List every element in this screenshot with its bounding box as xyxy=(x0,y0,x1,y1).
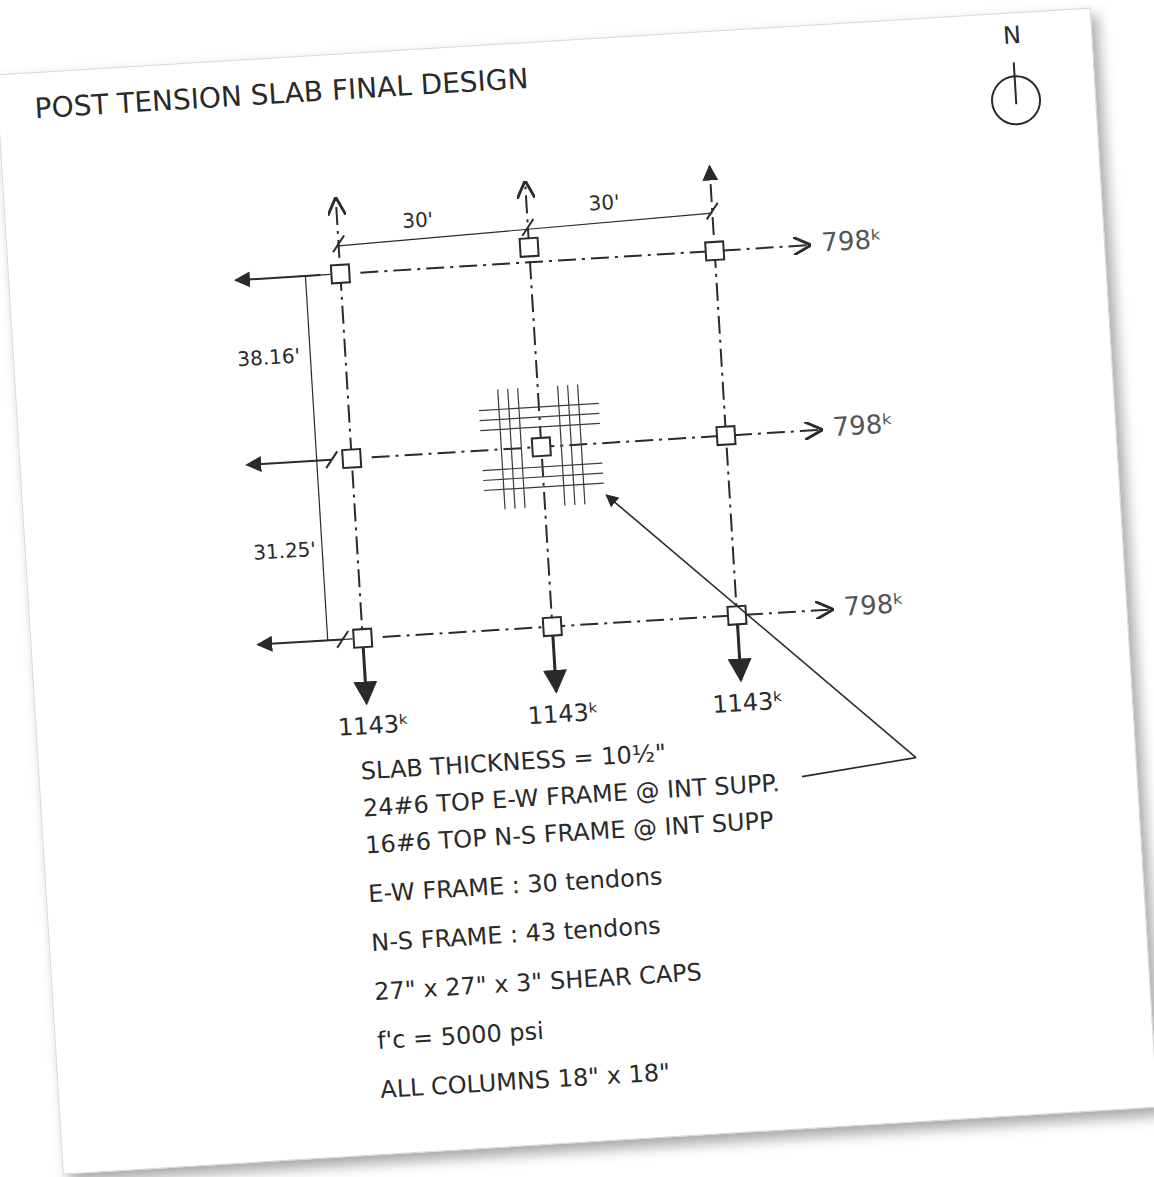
frame-lines xyxy=(230,160,835,709)
north-arrow xyxy=(990,61,1042,126)
dimension-label: 30' xyxy=(588,191,620,215)
tendon-force: 798ᵏ xyxy=(832,409,894,441)
tendon-force: 1143ᵏ xyxy=(527,699,600,730)
tendon-force: 798ᵏ xyxy=(843,589,905,621)
tendon-force: 1143ᵏ xyxy=(337,711,410,742)
tendon-force: 1143ᵏ xyxy=(712,688,785,719)
tendon-force: 798ᵏ xyxy=(821,225,883,257)
paper-card xyxy=(0,8,1154,1175)
dimension-label: 31.25' xyxy=(253,538,317,564)
reinforcement-mesh xyxy=(478,383,605,510)
north-label: N xyxy=(1002,22,1022,49)
dimension-label: 38.16' xyxy=(237,344,301,370)
column-squares xyxy=(330,226,747,647)
dimension-label: 30' xyxy=(402,208,434,232)
